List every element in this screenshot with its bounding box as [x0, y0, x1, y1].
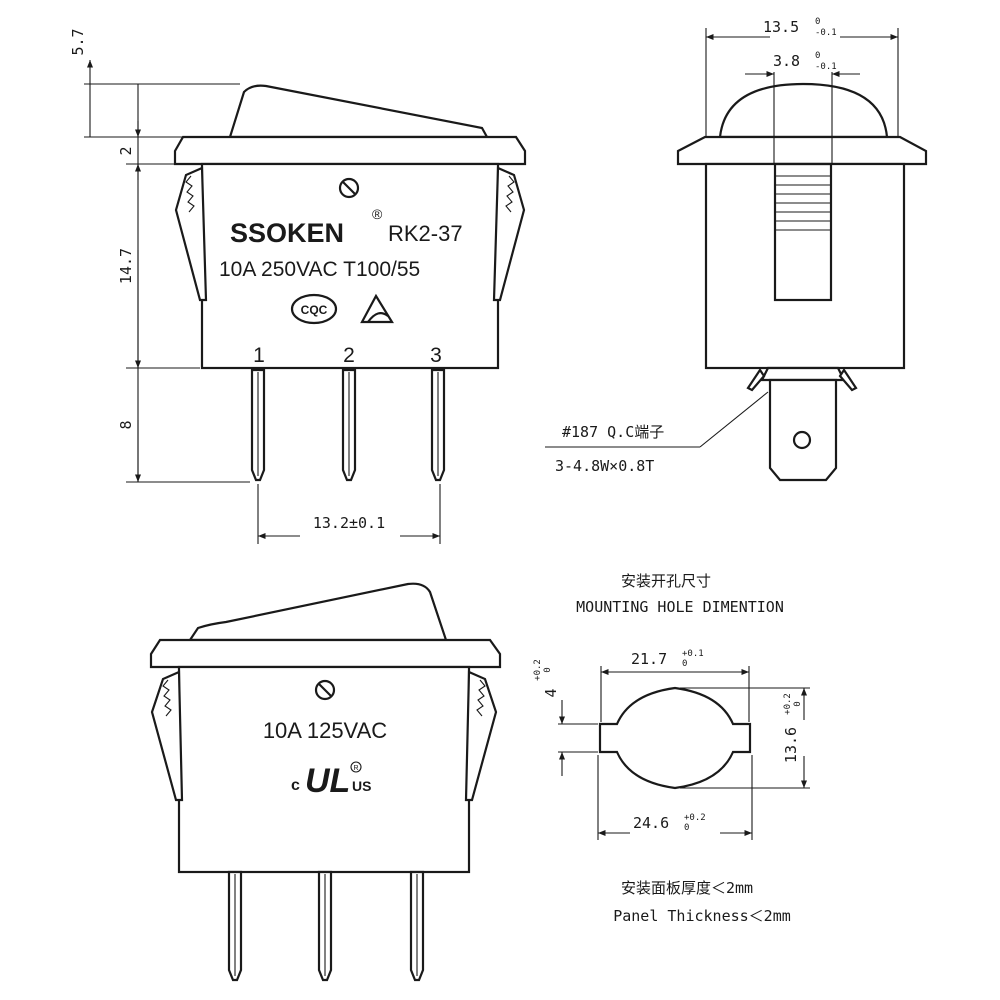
- terminal-number-1: 1: [253, 344, 265, 367]
- svg-text:0: 0: [543, 667, 553, 672]
- svg-text:+0.2: +0.2: [684, 813, 706, 823]
- side-flange: [676, 135, 928, 166]
- svg-text:-0.1: -0.1: [815, 62, 837, 72]
- terminal-pin-bottom-3: [409, 870, 425, 982]
- svg-text:+0.2: +0.2: [783, 693, 793, 715]
- screw-icon-bottom: [314, 679, 336, 701]
- terminal-pin-1: [250, 368, 266, 482]
- screw-icon: [338, 177, 360, 199]
- dim-pin-pitch: 13.2±0.1: [313, 514, 385, 532]
- dim-pin-length: 8: [117, 420, 135, 429]
- dim-hole-top-width: 21.7: [631, 650, 667, 668]
- dim-hole-bottom-width: 24.6: [633, 814, 669, 832]
- svg-text:-0.1: -0.1: [815, 28, 837, 38]
- pin-pitch-dimension: 13.2±0.1: [257, 484, 441, 544]
- rocker-actuator: [228, 84, 489, 139]
- terminal-number-3: 3: [430, 344, 442, 367]
- vertical-dimensions: 5.7 2 14.7 8: [69, 28, 250, 483]
- dim-side-width: 13.5: [763, 18, 799, 36]
- mounting-title-en: MOUNTING HOLE DIMENTION: [576, 598, 784, 616]
- registered-mark: ®: [372, 206, 383, 222]
- svg-text:0: 0: [815, 17, 820, 27]
- dim-flange-height: 2: [117, 146, 135, 155]
- mounting-title-cn: 安装开孔尺寸: [621, 572, 711, 590]
- svg-text:0: 0: [815, 51, 820, 61]
- svg-text:0: 0: [793, 701, 803, 706]
- terminal-pin-2: [341, 368, 357, 482]
- cqc-mark: CQC: [290, 293, 338, 325]
- terminal-hole: [792, 430, 812, 450]
- cul-us: US: [352, 778, 371, 794]
- front-view-top: SSOKEN ® RK2-37 10A 250VAC T100/55 CQC 1…: [173, 84, 527, 482]
- svg-text:+0.2: +0.2: [533, 659, 543, 681]
- terminal-note-size: 3-4.8W×0.8T: [555, 457, 654, 475]
- cul-us-mark: c UL R US: [291, 761, 371, 800]
- dim-hole-right-height: 13.6: [782, 727, 800, 763]
- cul-r: R: [353, 765, 358, 772]
- svg-text:+0.1: +0.1: [682, 649, 704, 659]
- cul-ul: UL: [305, 762, 350, 800]
- terminal-pin-bottom-2: [317, 870, 333, 982]
- switch-flange: [173, 135, 527, 166]
- snap-clip-left-bottom: [150, 670, 184, 802]
- terminal-pin-bottom-1: [227, 870, 243, 982]
- brand-logo: SSOKEN: [230, 218, 344, 248]
- terminal-note-type: #187 Q.C端子: [562, 423, 664, 441]
- panel-thickness-en: Panel Thickness＜2mm: [613, 907, 791, 925]
- side-view: [676, 82, 928, 482]
- side-actuator-dome: [718, 82, 889, 139]
- side-terminal-base: [760, 366, 846, 382]
- terminal-number-2: 2: [343, 344, 355, 367]
- cul-c: c: [291, 777, 300, 794]
- dim-actuator-height: 5.7: [69, 28, 87, 55]
- switch-flange-bottom: [149, 638, 502, 669]
- dim-body-height: 14.7: [117, 248, 135, 284]
- svg-text:0: 0: [682, 659, 687, 669]
- panel-thickness-cn: 安装面板厚度＜2mm: [621, 879, 753, 897]
- mounting-hole-outline: [598, 686, 752, 790]
- dim-hole-left-height: 4: [542, 688, 560, 697]
- model-number: RK2-37: [388, 221, 463, 246]
- dim-actuator-width: 3.8: [773, 52, 800, 70]
- snap-clip-right-bottom: [464, 670, 498, 802]
- triangle-cert-icon: [360, 293, 394, 324]
- side-center-rib: [773, 162, 833, 302]
- snap-clip-right: [492, 166, 526, 302]
- side-dimensions: 13.5 0 -0.1 3.8 0 -0.1: [705, 17, 899, 164]
- snap-clip-left: [174, 166, 208, 302]
- cqc-text: CQC: [301, 303, 328, 317]
- rating-label: 10A 250VAC T100/55: [219, 258, 420, 281]
- front-view-bottom: 10A 125VAC c UL R US: [149, 582, 502, 982]
- terminal-callout: #187 Q.C端子 3-4.8W×0.8T: [545, 391, 769, 475]
- qc-terminal-tab: [768, 378, 838, 482]
- rocker-actuator-bottom: [187, 582, 448, 642]
- rating-label-bottom: 10A 125VAC: [263, 718, 387, 743]
- svg-text:0: 0: [684, 823, 689, 833]
- terminal-pin-3: [430, 368, 446, 482]
- switch-body-bottom: [177, 665, 471, 874]
- side-body: [704, 162, 906, 370]
- mounting-hole-section: 安装开孔尺寸 MOUNTING HOLE DIMENTION 21.7 +0.1…: [533, 572, 810, 925]
